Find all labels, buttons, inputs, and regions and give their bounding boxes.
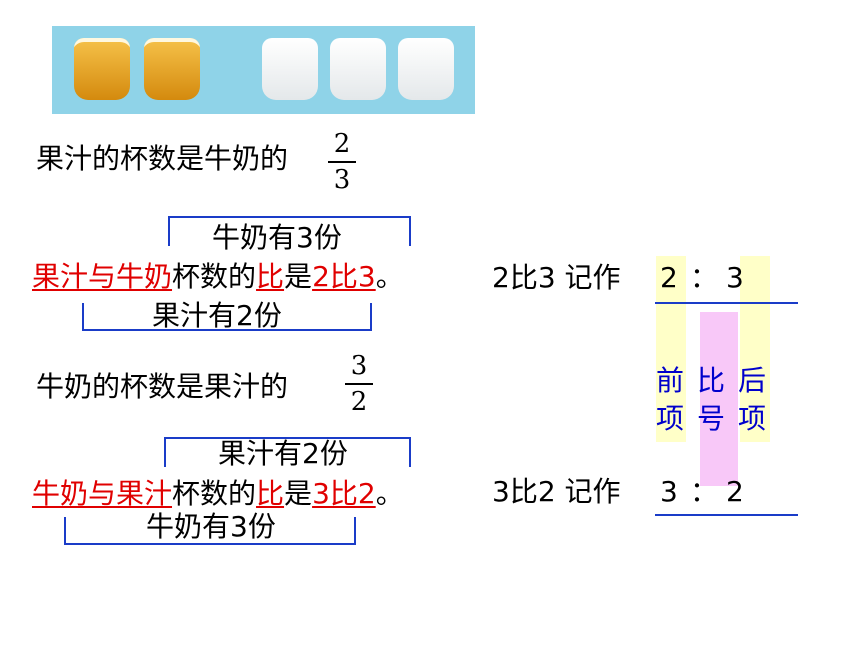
notation-label-2: 3比2 记作 — [492, 475, 621, 508]
notation-1-colon: ： — [690, 261, 719, 294]
fraction-2-numerator: 3 — [350, 351, 368, 381]
notation-2-underline — [655, 514, 798, 516]
fraction-1: 2 3 — [328, 131, 356, 193]
bracket-top-1 — [168, 216, 411, 246]
fraction-2-bar — [345, 383, 373, 385]
ratio-sentence-2-bi: 比 — [256, 477, 285, 510]
ratio-sentence-1-shi: 是 — [284, 260, 313, 293]
bracket-bottom-1-label: 果汁有2份 — [152, 299, 282, 332]
ratio-sentence-2-shi: 是 — [284, 477, 313, 510]
notation-1-consequent: 3 — [726, 261, 744, 294]
fraction-2-denominator: 2 — [350, 386, 368, 417]
notation-1-antecedent: 2 — [660, 261, 678, 294]
bracket-top-2 — [164, 437, 411, 467]
notation-1-underline — [655, 302, 798, 304]
term-front-line1: 前 — [656, 364, 685, 397]
fraction-2: 3 2 — [345, 353, 373, 415]
statement-2: 牛奶的杯数是果汁的 — [36, 370, 289, 403]
juice-cup-1 — [74, 38, 130, 100]
fraction-1-numerator: 2 — [333, 129, 351, 159]
front-term-highlight — [656, 256, 686, 442]
term-back-line2: 项 — [738, 402, 767, 435]
milk-cup-1 — [262, 38, 318, 100]
fraction-1-denominator: 3 — [333, 164, 351, 195]
milk-cup-3 — [398, 38, 454, 100]
bracket-bottom-2 — [64, 517, 356, 545]
back-term-highlight — [740, 256, 770, 442]
bracket-top-2-label: 果汁有2份 — [218, 437, 348, 470]
term-front-line2: 项 — [656, 402, 685, 435]
ratio-sentence-1-mid: 杯数的 — [172, 260, 257, 293]
ratio-sentence-2-value: 3比2 — [312, 477, 376, 510]
cups-image — [52, 26, 475, 114]
bracket-bottom-1 — [82, 303, 372, 331]
fraction-1-bar — [328, 161, 356, 163]
ratio-sentence-1-subject: 果汁与牛奶 — [32, 260, 173, 293]
ratio-sign-highlight — [700, 312, 738, 486]
juice-cup-2 — [144, 38, 200, 100]
notation-2-colon: ： — [690, 475, 719, 508]
ratio-sentence-1: 果汁与牛奶杯数的比是2比3。 — [32, 263, 404, 291]
notation-2-consequent: 2 — [726, 475, 744, 508]
term-back-line1: 后 — [738, 364, 767, 397]
bracket-top-1-label: 牛奶有3份 — [212, 221, 342, 254]
notation-2-antecedent: 3 — [660, 475, 678, 508]
statement-1: 果汁的杯数是牛奶的 — [36, 142, 289, 175]
ratio-sentence-1-end: 。 — [375, 260, 404, 293]
milk-cup-2 — [330, 38, 386, 100]
ratio-sentence-2-end: 。 — [375, 477, 404, 510]
ratio-sentence-1-value: 2比3 — [312, 260, 376, 293]
notation-label-1: 2比3 记作 — [492, 261, 621, 294]
ratio-sentence-1-bi: 比 — [256, 260, 285, 293]
ratio-sentence-2-subject: 牛奶与果汁 — [32, 477, 173, 510]
term-sign-line1: 比 — [697, 364, 726, 397]
ratio-sentence-2: 牛奶与果汁杯数的比是3比2。 — [32, 480, 404, 508]
bracket-bottom-2-label: 牛奶有3份 — [146, 510, 276, 543]
term-sign-line2: 号 — [697, 402, 726, 435]
ratio-sentence-2-mid: 杯数的 — [172, 477, 257, 510]
